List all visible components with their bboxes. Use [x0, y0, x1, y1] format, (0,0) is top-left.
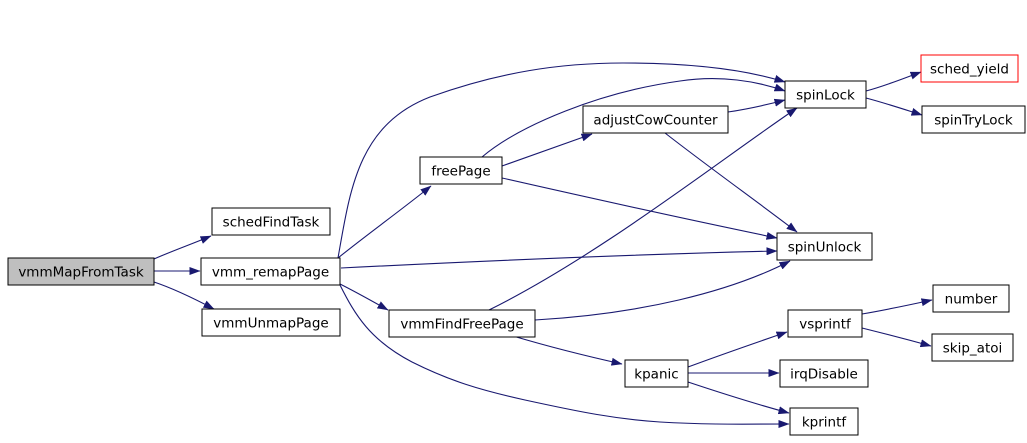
node-label-spinUnlock: spinUnlock — [788, 240, 862, 256]
node-box-vmmMapFromTask — [7, 257, 155, 286]
node-irqDisable[interactable]: irqDisable — [779, 359, 869, 388]
edge-adjustCowCounter-to-spinUnlock — [664, 132, 798, 233]
node-label-irqDisable: irqDisable — [790, 367, 858, 383]
edge-vmmMapFromTask-to-vmmUnmapPage — [153, 281, 215, 310]
edge-freePage-to-spinLock — [481, 78, 786, 158]
node-schedFindTask[interactable]: schedFindTask — [211, 207, 331, 236]
node-kpanic[interactable]: kpanic — [624, 359, 689, 388]
edge-adjustCowCounter-to-spinLock — [727, 98, 786, 113]
node-label-vmmUnmapPage: vmmUnmapPage — [213, 316, 328, 332]
edge-spinLock-to-spinTryLock — [865, 97, 923, 116]
node-label-vmmFindFreePage: vmmFindFreePage — [400, 317, 523, 333]
node-box-spinTryLock[interactable] — [921, 105, 1026, 134]
node-box-vmmUnmapPage[interactable] — [201, 308, 341, 337]
node-sched_yield[interactable]: sched_yield — [920, 54, 1019, 83]
edge-vsprintf-to-number — [861, 298, 933, 315]
node-box-kprintf[interactable] — [789, 407, 859, 436]
node-spinLock[interactable]: spinLock — [784, 80, 867, 109]
node-spinUnlock[interactable]: spinUnlock — [776, 232, 873, 261]
node-box-kpanic[interactable] — [624, 359, 689, 388]
edge-kpanic-to-kprintf — [687, 381, 790, 415]
edge-vsprintf-to-skip_atoi — [861, 327, 932, 348]
node-label-vmmMapFromTask: vmmMapFromTask — [18, 265, 144, 281]
edge-vmm_remapPage-to-spinLock — [337, 62, 786, 259]
node-vmm_remapPage[interactable]: vmm_remapPage — [200, 257, 341, 286]
node-label-adjustCowCounter: adjustCowCounter — [593, 113, 718, 129]
node-box-schedFindTask[interactable] — [211, 207, 331, 236]
node-number[interactable]: number — [932, 284, 1010, 313]
node-label-schedFindTask: schedFindTask — [223, 215, 320, 231]
edge-freePage-to-adjustCowCounter — [501, 133, 593, 167]
node-vmmMapFromTask: vmmMapFromTask — [7, 257, 155, 286]
node-box-spinUnlock[interactable] — [776, 232, 873, 261]
node-label-sched_yield: sched_yield — [930, 62, 1009, 78]
node-label-skip_atoi: skip_atoi — [943, 341, 1003, 357]
node-label-vmm_remapPage: vmm_remapPage — [212, 265, 329, 281]
edge-vmm_remapPage-to-freePage — [337, 185, 432, 259]
edge-vmm_remapPage-to-vmmFindFreePage — [339, 283, 389, 311]
node-label-spinTryLock: spinTryLock — [934, 113, 1013, 129]
node-kprintf[interactable]: kprintf — [789, 407, 859, 436]
node-box-freePage[interactable] — [419, 156, 503, 185]
edge-freePage-to-spinUnlock — [501, 177, 778, 240]
node-box-vmm_remapPage[interactable] — [200, 257, 341, 286]
node-label-vsprintf: vsprintf — [799, 317, 852, 333]
node-vmmUnmapPage[interactable]: vmmUnmapPage — [201, 308, 341, 337]
node-spinTryLock[interactable]: spinTryLock — [921, 105, 1026, 134]
edge-vmm_remapPage-to-spinUnlock — [340, 247, 778, 269]
edge-vmm_remapPage-to-kprintf — [339, 284, 790, 429]
node-label-kpanic: kpanic — [634, 367, 678, 383]
node-label-number: number — [945, 292, 998, 308]
edge-vmmFindFreePage-to-kpanic — [512, 335, 623, 366]
node-label-freePage: freePage — [431, 164, 490, 180]
edge-kpanic-to-vsprintf — [687, 331, 788, 368]
node-box-number[interactable] — [932, 284, 1010, 313]
node-skip_atoi[interactable]: skip_atoi — [931, 333, 1014, 362]
node-freePage[interactable]: freePage — [419, 156, 503, 185]
edge-vmmFindFreePage-to-spinLock — [488, 107, 798, 311]
node-box-vsprintf[interactable] — [787, 309, 863, 338]
node-vmmFindFreePage[interactable]: vmmFindFreePage — [388, 309, 536, 338]
node-label-spinLock: spinLock — [796, 88, 855, 104]
edge-vmmMapFromTask-to-schedFindTask — [153, 235, 212, 260]
node-box-adjustCowCounter[interactable] — [582, 105, 729, 134]
node-vsprintf[interactable]: vsprintf — [787, 309, 863, 338]
node-adjustCowCounter[interactable]: adjustCowCounter — [582, 105, 729, 134]
edge-vmmFindFreePage-to-spinUnlock — [534, 260, 791, 321]
node-label-kprintf: kprintf — [802, 415, 848, 431]
nodes-layer: vmmMapFromTask schedFindTask vmm_remapPage… — [7, 54, 1026, 436]
node-box-sched_yield[interactable] — [920, 54, 1019, 83]
node-box-irqDisable[interactable] — [779, 359, 869, 388]
edges-layer — [153, 62, 933, 429]
node-box-spinLock[interactable] — [784, 80, 867, 109]
edge-spinLock-to-sched_yield — [865, 71, 922, 92]
node-box-vmmFindFreePage[interactable] — [388, 309, 536, 338]
node-box-skip_atoi[interactable] — [931, 333, 1014, 362]
